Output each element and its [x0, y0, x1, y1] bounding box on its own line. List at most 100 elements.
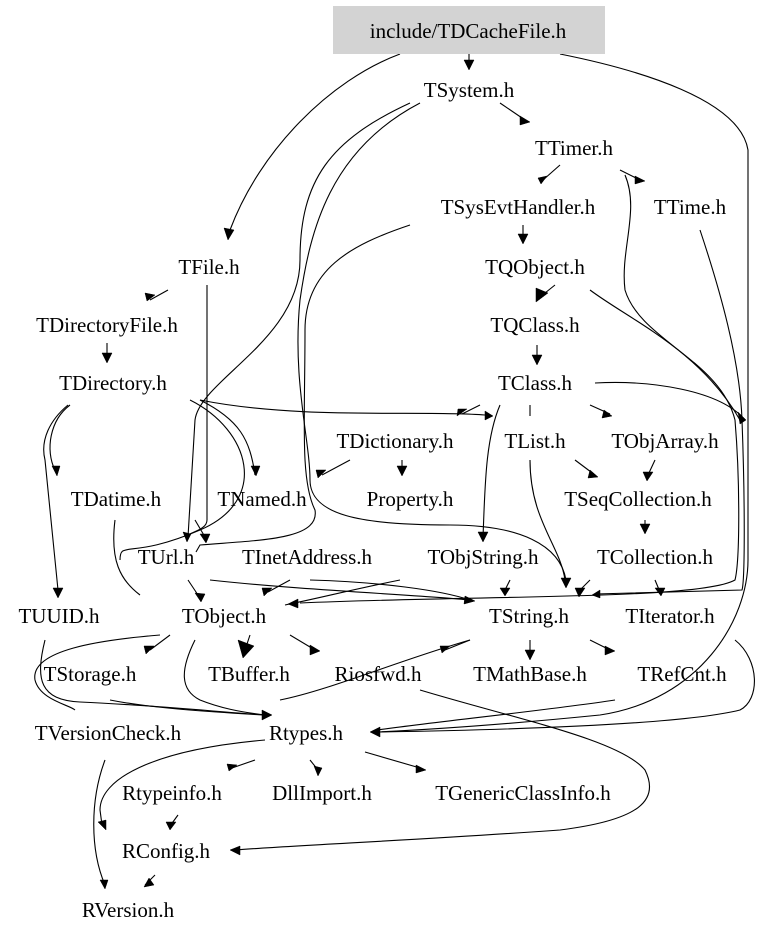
node-tuuid[interactable]: TUUID.h	[18, 604, 100, 628]
edge-tobject-tstorage	[149, 634, 171, 651]
edge-titerator-rtypes	[376, 639, 755, 733]
node-ttime[interactable]: TTime.h	[654, 195, 727, 219]
edge-tfile-tdirectoryfile	[149, 289, 169, 301]
edge-tclass-rtypes	[594, 381, 746, 421]
arrowhead	[99, 879, 109, 890]
node-tdatime[interactable]: TDatime.h	[71, 487, 162, 511]
edge-rtypes-tgenericclassinfo	[364, 751, 421, 769]
node-tqclass[interactable]: TQClass.h	[490, 313, 580, 337]
arrowhead	[639, 523, 651, 535]
edge-tdcachefile-tfile	[229, 53, 401, 231]
arrowhead	[165, 821, 177, 831]
arrowhead	[537, 175, 548, 185]
node-ttimer[interactable]: TTimer.h	[535, 136, 613, 160]
edge-tfile-turl	[184, 285, 208, 538]
arrowhead	[250, 465, 261, 477]
edge-tuuid-rtypes	[40, 639, 266, 716]
arrowhead	[101, 352, 113, 364]
node-tmathbase[interactable]: TMathBase.h	[473, 662, 587, 686]
node-rversion[interactable]: RVersion.h	[82, 898, 175, 922]
header-nodes: include/TDCacheFile.h TSystem.h TTimer.h…	[18, 6, 727, 922]
node-titerator[interactable]: TIterator.h	[625, 604, 715, 628]
node-tlist[interactable]: TList.h	[504, 429, 566, 453]
arrowhead	[199, 533, 211, 544]
node-tfile[interactable]: TFile.h	[178, 255, 240, 279]
arrowhead	[654, 587, 666, 597]
node-tnamed[interactable]: TNamed.h	[217, 487, 307, 511]
arrowhead	[517, 233, 529, 245]
arrowhead	[519, 115, 531, 126]
edge-tinetaddress-tobject	[267, 579, 291, 593]
arrowhead	[463, 59, 475, 71]
arrowhead	[439, 645, 451, 654]
edge-tqobject-rtypes	[589, 289, 741, 421]
edge-trefcnt-rtypes	[376, 699, 616, 731]
arrowhead	[223, 227, 235, 241]
node-tsysevthandler[interactable]: TSysEvtHandler.h	[441, 195, 596, 219]
arrowhead	[143, 877, 155, 888]
arrowhead	[415, 764, 427, 774]
node-tdcachefile[interactable]: include/TDCacheFile.h	[370, 19, 567, 43]
node-tinetaddress[interactable]: TInetAddress.h	[242, 545, 373, 569]
node-tqobject[interactable]: TQObject.h	[485, 255, 585, 279]
root-node-box	[333, 6, 605, 54]
node-tsystem[interactable]: TSystem.h	[424, 78, 515, 102]
node-tversioncheck[interactable]: TVersionCheck.h	[35, 721, 182, 745]
arrowhead	[261, 709, 273, 721]
arrowhead	[591, 589, 601, 599]
arrowhead	[51, 465, 61, 477]
node-tgenericclassinfo[interactable]: TGenericClassInfo.h	[435, 781, 611, 805]
node-dllimport[interactable]: DllImport.h	[272, 781, 372, 805]
node-trefcnt[interactable]: TRefCnt.h	[637, 662, 727, 686]
edge-tsystem-turl	[187, 102, 411, 538]
arrowhead	[369, 726, 381, 738]
arrowhead	[309, 644, 321, 656]
node-rtypes[interactable]: Rtypes.h	[269, 721, 344, 745]
arrowhead	[524, 649, 536, 661]
node-rtypeinfo[interactable]: Rtypeinfo.h	[122, 781, 222, 805]
node-turl[interactable]: TUrl.h	[138, 545, 195, 569]
node-property[interactable]: Property.h	[367, 487, 454, 511]
node-tdirectory[interactable]: TDirectory.h	[59, 371, 167, 395]
arrowhead	[499, 587, 511, 597]
node-riosfwd[interactable]: Riosfwd.h	[335, 662, 422, 686]
node-tseqcollection[interactable]: TSeqCollection.h	[564, 487, 712, 511]
edge-tobject-tversioncheck	[34, 634, 161, 711]
node-tbuffer[interactable]: TBuffer.h	[208, 662, 290, 686]
arrowhead	[574, 587, 586, 598]
node-rconfig[interactable]: RConfig.h	[122, 839, 211, 863]
edge-tclass-tdictionary	[461, 404, 481, 415]
arrowhead	[601, 409, 613, 419]
edge-tsystem-tstring	[297, 102, 567, 581]
edge-tclass-tobjstring	[482, 404, 501, 538]
edge-tobject-rtypes	[183, 639, 266, 716]
edge-ttimer-tobject	[299, 174, 740, 604]
edge-rtypes-rconfig	[99, 739, 266, 826]
node-tstring[interactable]: TString.h	[489, 604, 569, 628]
arrowhead	[182, 531, 192, 543]
edge-tlist-tstring	[529, 459, 566, 581]
node-tclass[interactable]: TClass.h	[498, 371, 573, 395]
node-tobjarray[interactable]: TObjArray.h	[611, 429, 719, 453]
node-tobject[interactable]: TObject.h	[182, 604, 267, 628]
arrowhead	[144, 292, 156, 302]
edge-tdirectory-tnamed	[199, 399, 256, 476]
node-tcollection[interactable]: TCollection.h	[597, 545, 714, 569]
arrowhead	[642, 471, 654, 482]
arrowhead	[634, 175, 646, 185]
edge-tinetaddress-tstring	[309, 579, 471, 601]
arrowhead	[313, 765, 323, 777]
arrowhead	[737, 411, 747, 425]
node-tobjstring[interactable]: TObjString.h	[427, 545, 539, 569]
arrowhead	[52, 587, 64, 599]
arrowhead	[587, 469, 599, 479]
node-tdictionary[interactable]: TDictionary.h	[336, 429, 454, 453]
edge-riosfwd-rconfig	[234, 689, 651, 851]
node-tdirectoryfile[interactable]: TDirectoryFile.h	[36, 313, 178, 337]
node-tstorage[interactable]: TStorage.h	[44, 662, 137, 686]
edge-tdirectory-tversioncheck	[119, 399, 245, 561]
arrowhead	[287, 598, 299, 609]
edge-ttime-tstring	[594, 229, 745, 595]
edge-tsysevthandler-tobject	[195, 224, 411, 553]
